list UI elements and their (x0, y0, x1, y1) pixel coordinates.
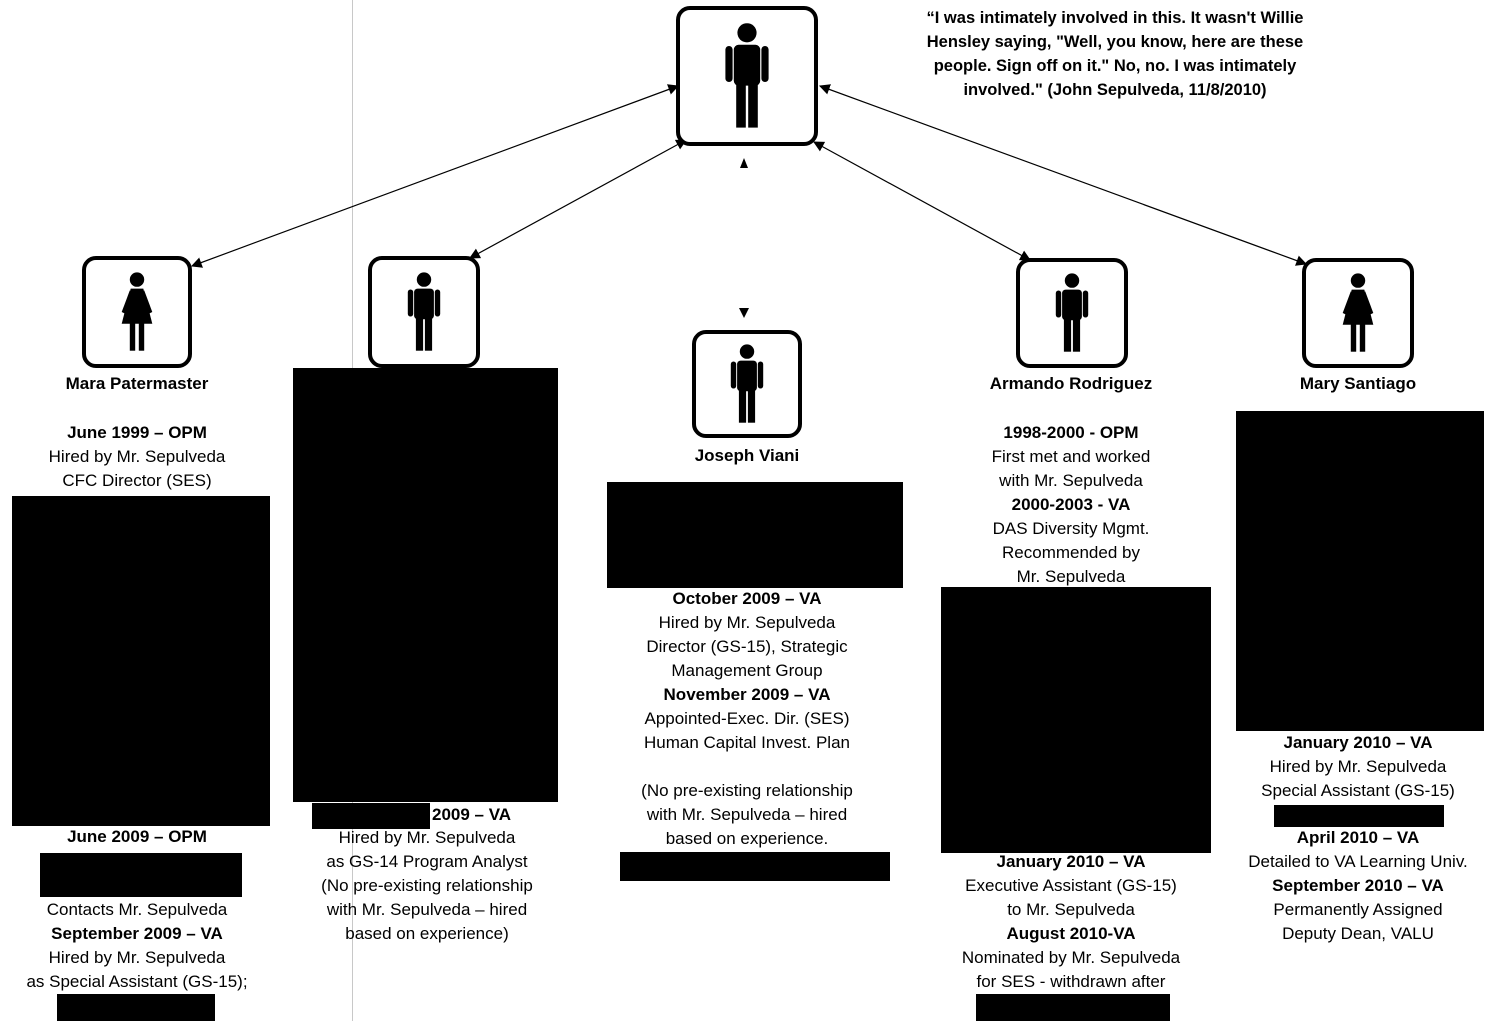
redaction-block (12, 496, 270, 826)
redaction-block (1274, 805, 1444, 827)
female-figure-icon (119, 271, 155, 353)
joseph-icon-box (692, 330, 802, 438)
timeline-line: with Mr. Sepulveda (999, 471, 1143, 490)
arrow-mara (190, 84, 680, 268)
mary-top-text: January 2010 – VA Hired by Mr. Sepulveda… (1261, 731, 1455, 803)
redaction-block (607, 482, 903, 588)
timeline-line: Mr. Sepulveda (1016, 567, 1126, 586)
male-figure-icon (729, 343, 765, 425)
redacted-male-text: Hired by Mr. Sepulveda as GS-14 Program … (321, 826, 533, 946)
timeline-date: January 2010 – VA (1283, 733, 1433, 752)
armando-name: Armando Rodriguez (989, 374, 1153, 393)
mary-icon-box (1302, 258, 1414, 368)
redaction-block (1236, 411, 1484, 731)
timeline-line: Deputy Dean, VALU (1282, 924, 1434, 943)
arrow-armando (813, 141, 1031, 261)
timeline-line: with Mr. Sepulveda – hired (326, 900, 528, 919)
male-figure-icon (406, 271, 442, 353)
mara-icon-box (82, 256, 192, 368)
timeline-date: 1998-2000 - OPM (1003, 423, 1139, 442)
timeline-line: Detailed to VA Learning Univ. (1248, 852, 1468, 871)
mary-bottom-text: April 2010 – VA Detailed to VA Learning … (1248, 826, 1468, 946)
arrow-redacted-male (469, 139, 687, 259)
mara-bottom-text: Contacts Mr. Sepulveda September 2009 – … (26, 898, 247, 994)
timeline-line: CFC Director (SES) (62, 471, 212, 490)
joseph-name: Joseph Viani (694, 446, 800, 465)
timeline-line: First met and worked (991, 447, 1151, 466)
timeline-line: Special Assistant (GS-15) (1261, 781, 1455, 800)
timeline-date: September 2010 – VA (1272, 876, 1444, 895)
timeline-date: 2000-2003 - VA (1011, 495, 1131, 514)
timeline-line: Director (GS-15), Strategic (646, 637, 848, 656)
redaction-block (976, 994, 1170, 1021)
spacer (641, 755, 853, 779)
timeline-line: based on experience. (665, 829, 829, 848)
timeline-line: to Mr. Sepulveda (1007, 900, 1135, 919)
timeline-date: April 2010 – VA (1296, 828, 1420, 847)
mara-top-text: June 1999 – OPM Hired by Mr. Sepulveda C… (49, 421, 226, 493)
armando-top-text: 1998-2000 - OPM First met and worked wit… (992, 421, 1151, 589)
timeline-line: (No pre-existing relationship (321, 876, 533, 895)
timeline-line: Appointed-Exec. Dir. (SES) (644, 709, 850, 728)
timeline-date: September 2009 – VA (51, 924, 223, 943)
timeline-line: Hired by Mr. Sepulveda (48, 447, 226, 466)
timeline-line: Human Capital Invest. Plan (644, 733, 850, 752)
quote-line: involved." (John Sepulveda, 11/8/2010) (963, 81, 1267, 99)
timeline-line: for SES - withdrawn after (976, 972, 1166, 991)
armando-bottom-text: January 2010 – VA Executive Assistant (G… (962, 850, 1180, 994)
timeline-line: Recommended by (1002, 543, 1140, 562)
timeline-line: Hired by Mr. Sepulveda (658, 613, 836, 632)
quote-line: Hensley saying, "Well, you know, here ar… (926, 33, 1304, 51)
redaction-block (312, 803, 430, 829)
mary-name: Mary Santiago (1299, 374, 1417, 393)
timeline-line: Contacts Mr. Sepulveda (46, 900, 228, 919)
timeline-line: as GS-14 Program Analyst (326, 852, 528, 871)
timeline-line: Hired by Mr. Sepulveda (48, 948, 226, 967)
timeline-line: Hired by Mr. Sepulveda (1269, 757, 1447, 776)
male-figure-icon (723, 22, 771, 130)
quote: “I was intimately involved in this. It w… (880, 6, 1350, 102)
timeline-line: Executive Assistant (GS-15) (965, 876, 1177, 895)
arrow-center-up (740, 158, 748, 168)
quote-line: people. Sign off on it." No, no. I was i… (933, 57, 1297, 75)
timeline-date: November 2009 – VA (663, 685, 831, 704)
timeline-line: Hired by Mr. Sepulveda (338, 828, 516, 847)
arrow-joseph-down (739, 308, 749, 318)
timeline-date: June 1999 – OPM (67, 423, 207, 442)
redaction-block (57, 994, 215, 1021)
quote-line: “I was intimately involved in this. It w… (926, 9, 1304, 27)
redacted-male-date: 2009 – VA (432, 805, 512, 824)
timeline-line: DAS Diversity Mgmt. (992, 519, 1150, 538)
timeline-line: Permanently Assigned (1273, 900, 1443, 919)
timeline-date: June 2009 – OPM (67, 827, 207, 846)
timeline-line: Nominated by Mr. Sepulveda (961, 948, 1181, 967)
timeline-line: (No pre-existing relationship (641, 781, 853, 800)
center-person-box (676, 6, 818, 146)
timeline-date: January 2010 – VA (996, 852, 1146, 871)
mara-bottom-date: June 2009 – OPM (67, 825, 207, 849)
timeline-date: August 2010-VA (1006, 924, 1136, 943)
armando-icon-box (1016, 258, 1128, 368)
timeline-line: as Special Assistant (GS-15); (26, 972, 248, 991)
timeline-line: with Mr. Sepulveda – hired (646, 805, 848, 824)
redaction-block (40, 853, 242, 897)
timeline-date: October 2009 – VA (672, 589, 822, 608)
redaction-block (620, 852, 890, 881)
redacted-male-icon-box (368, 256, 480, 368)
mara-name: Mara Patermaster (65, 374, 209, 393)
arrow-mary (818, 84, 1308, 266)
redaction-block (293, 368, 558, 802)
male-figure-icon (1054, 272, 1090, 354)
redaction-block (941, 587, 1211, 853)
timeline-line: based on experience) (345, 924, 509, 943)
female-figure-icon (1340, 272, 1376, 354)
joseph-text: October 2009 – VA Hired by Mr. Sepulveda… (641, 587, 853, 851)
timeline-line: Management Group (671, 661, 823, 680)
